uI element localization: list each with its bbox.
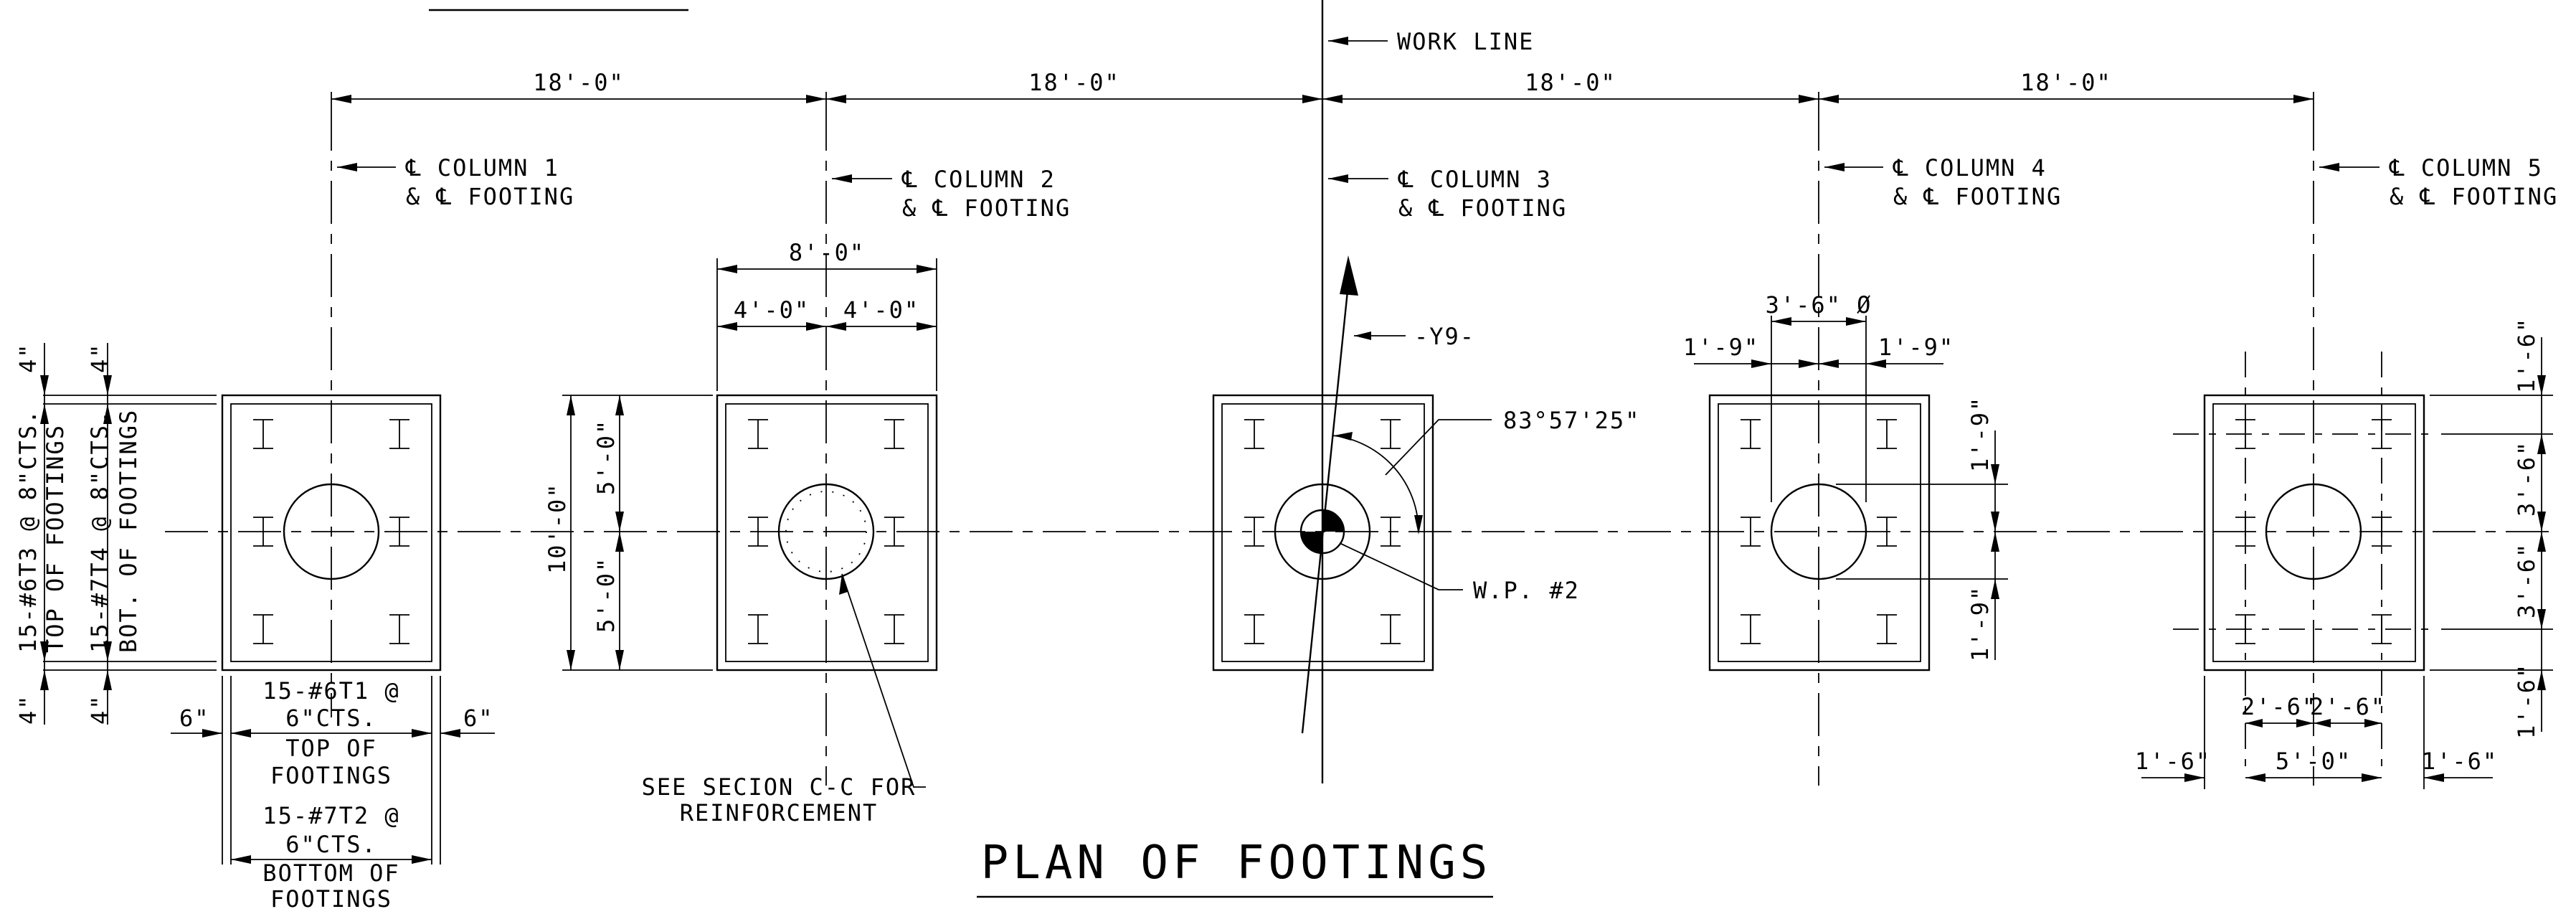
footing-4-h-a: 1'-9"	[1683, 334, 1759, 361]
footing-4-diameter: 3'-6" Ø	[1766, 291, 1872, 319]
footing-2-width: 8'-0"	[789, 239, 865, 266]
footing-2-half-b: 4'-0"	[843, 296, 919, 324]
footing-1-t3-bars: 15-#6T3 @ 8"CTS.	[14, 409, 42, 653]
footing-5-h-edge-a: 1'-6"	[2135, 748, 2211, 775]
footing-1-t3-bars-2: TOP OF FOOTINGS	[42, 424, 69, 653]
footing-2-length: 10'-0"	[544, 482, 571, 574]
work-line: WORK LINE	[1321, 0, 1534, 783]
footing-1-dim-4b: 4"	[86, 342, 113, 373]
footing-2-half-c: 5'-0"	[592, 419, 620, 495]
y9-skew-line	[1301, 283, 1350, 734]
column-4-label: ℄ COLUMN 4	[1893, 154, 2047, 182]
footing-5-v2: 3'-6"	[2513, 441, 2540, 517]
column-1-label: ℄ COLUMN 1	[405, 154, 559, 182]
footing-5-v4: 1'-6"	[2513, 663, 2540, 739]
column-1-centerline: ℄ COLUMN 1 & ℄ FOOTING	[331, 108, 574, 717]
column-4-centerline: ℄ COLUMN 4 & ℄ FOOTING	[1818, 108, 2062, 786]
column-5-label: ℄ COLUMN 5	[2389, 154, 2543, 182]
footing-4-v-a: 1'-9"	[1966, 396, 1994, 472]
footing-2-half-d: 5'-0"	[592, 557, 620, 633]
drawing-title: PLAN OF FOOTINGS	[977, 837, 1493, 898]
footing-5: 1'-6" 3'-6" 3'-6" 1'-6" 1'-6" 1'-6" 5'-0…	[2135, 317, 2553, 789]
column-spacing-dimension: 18'-0" 18'-0" 18'-0" 18'-0"	[331, 69, 2314, 108]
spacing-3: 18'-0"	[1525, 69, 1616, 96]
footing-5-h-half-b: 2'-6"	[2310, 693, 2386, 720]
column-5-footing-label: & ℄ FOOTING	[2390, 183, 2558, 210]
column-3-footing-label: & ℄ FOOTING	[1398, 194, 1567, 222]
column-2-footing-label: & ℄ FOOTING	[902, 194, 1071, 222]
footing-1-dim-6b: 6"	[463, 705, 494, 732]
footing-1-t4-bars-2: BOT. OF FOOTINGS	[115, 409, 142, 653]
footing-1-t2-line3: BOTTOM OF	[262, 859, 399, 887]
column-2-centerline: ℄ COLUMN 2 & ℄ FOOTING	[825, 108, 1071, 786]
drawing-title-text: PLAN OF FOOTINGS	[981, 837, 1492, 890]
column-5-centerline: ℄ COLUMN 5 & ℄ FOOTING	[2313, 108, 2558, 786]
footing-2-note-1: SEE SECION C-C FOR	[642, 773, 917, 801]
footing-1: 4" 4" 4" 4" 15-#6T3 @ 8"CTS. TOP OF FOOT…	[14, 342, 495, 909]
column-3-centerline: ℄ COLUMN 3 & ℄ FOOTING	[1328, 166, 1567, 222]
footing-1-t2-line2: 6"CTS.	[285, 831, 377, 858]
footing-1-t4-bars: 15-#7T4 @ 8"CTS.	[86, 409, 113, 653]
footing-4-h-b: 1'-9"	[1878, 334, 1954, 361]
column-4-footing-label: & ℄ FOOTING	[1893, 183, 2062, 210]
footing-1-t1-line3: TOP OF	[285, 735, 377, 762]
y9-label: -Y9-	[1414, 323, 1475, 350]
footing-1-t2-line1: 15-#7T2 @	[262, 802, 399, 829]
footing-2-half-a: 4'-0"	[734, 296, 810, 324]
work-point-label: W.P. #2	[1473, 577, 1580, 604]
footing-2: 8'-0" 4'-0" 4'-0" 10'-0" 5'-0" 5'-0" SEE…	[544, 239, 938, 826]
column-3-label: ℄ COLUMN 3	[1398, 166, 1552, 193]
footing-5-v3: 3'-6"	[2513, 542, 2540, 618]
footing-2-note-2: REINFORCEMENT	[680, 799, 878, 826]
footing-4-v-b: 1'-9"	[1966, 585, 1994, 661]
footing-1-dim-6a: 6"	[179, 705, 210, 732]
spacing-1: 18'-0"	[533, 69, 625, 96]
footing-1-dim-4d: 4"	[86, 694, 113, 725]
column-1-footing-label: & ℄ FOOTING	[406, 183, 574, 210]
footing-1-t1-line2: 6"CTS.	[285, 705, 377, 732]
spacing-4: 18'-0"	[2020, 69, 2112, 96]
angle-label: 83°57'25"	[1503, 407, 1640, 434]
footing-5-h-half-a: 2'-6"	[2241, 693, 2317, 720]
footing-5-h-edge-b: 1'-6"	[2422, 748, 2498, 775]
footing-3: -Y9- 83°57'25" W.P. #2	[1212, 255, 1640, 734]
footing-4: 3'-6" Ø 1'-9" 1'-9" 1'-9" 1'-9"	[1683, 291, 2008, 672]
footing-1-dim-4a: 4"	[14, 342, 42, 373]
footing-1-t2-line4: FOOTINGS	[270, 885, 392, 909]
column-2-label: ℄ COLUMN 2	[901, 166, 1056, 193]
work-line-label: WORK LINE	[1397, 28, 1534, 55]
spacing-2: 18'-0"	[1028, 69, 1120, 96]
footing-5-h-mid: 5'-0"	[2276, 748, 2352, 775]
footing-5-v1: 1'-6"	[2513, 317, 2540, 393]
footing-1-dim-4c: 4"	[14, 694, 42, 725]
footing-1-t1-line4: FOOTINGS	[270, 762, 392, 789]
footing-1-t1-line1: 15-#6T1 @	[262, 677, 399, 705]
